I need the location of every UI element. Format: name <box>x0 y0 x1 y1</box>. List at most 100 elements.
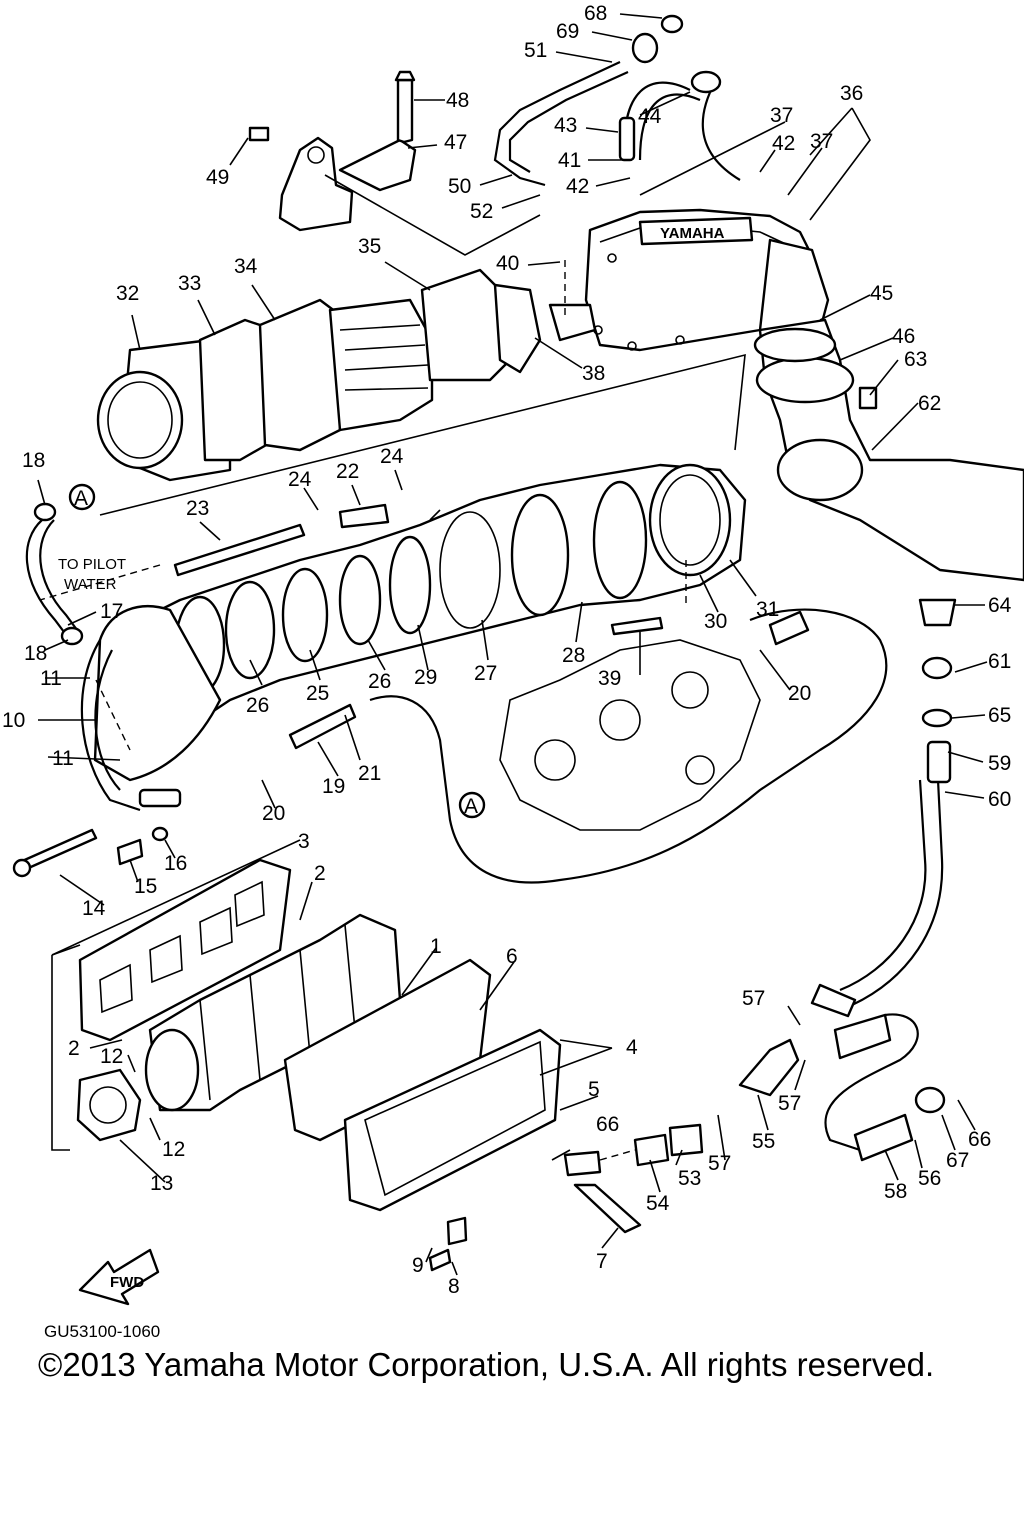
callout-62: 62 <box>918 392 941 415</box>
connector-a-marker-bottom <box>458 791 486 819</box>
callout-44: 44 <box>638 105 662 128</box>
callout-24-right: 24 <box>380 445 404 468</box>
callout-10: 10 <box>2 709 25 732</box>
callout-25: 25 <box>306 682 329 705</box>
callout-57-top: 57 <box>742 987 765 1010</box>
callout-33: 33 <box>178 272 201 295</box>
callout-8: 8 <box>448 1275 460 1298</box>
callout-leaders <box>37 13 988 1276</box>
callout-63: 63 <box>904 348 927 371</box>
callout-38: 38 <box>582 362 605 385</box>
callout-48: 48 <box>446 89 469 112</box>
callout-34: 34 <box>234 255 258 278</box>
callout-labels: 1 2 2 3 4 5 6 7 8 9 10 11 11 12 12 13 14… <box>2 2 1012 1298</box>
callout-26-right: 26 <box>368 670 391 693</box>
callout-68: 68 <box>584 2 607 25</box>
callout-37-right: 37 <box>810 130 833 153</box>
callout-51: 51 <box>524 39 547 62</box>
callout-6: 6 <box>506 945 518 968</box>
connector-a-label-bottom: A <box>464 795 478 818</box>
callout-35: 35 <box>358 235 381 258</box>
callout-21: 21 <box>358 762 381 785</box>
callout-42-left: 42 <box>566 175 589 198</box>
connector-a-markers: A A <box>68 483 486 819</box>
callout-24-left: 24 <box>288 468 312 491</box>
callout-64: 64 <box>988 594 1012 617</box>
callout-15: 15 <box>134 875 157 898</box>
callout-58: 58 <box>884 1180 907 1203</box>
pilot-water-hose <box>25 502 182 812</box>
callout-9: 9 <box>412 1254 424 1277</box>
pilot-water-note-line2: WATER <box>64 576 117 593</box>
callout-29: 29 <box>414 666 437 689</box>
callout-66-left: 66 <box>596 1113 619 1136</box>
callout-50: 50 <box>448 175 471 198</box>
callout-47: 47 <box>444 131 467 154</box>
callout-5: 5 <box>588 1078 600 1101</box>
callout-4: 4 <box>626 1036 638 1059</box>
fasteners <box>12 503 957 1272</box>
callout-67: 67 <box>946 1149 969 1172</box>
exhaust-manifold <box>76 858 562 1212</box>
callout-2-lower: 2 <box>68 1037 80 1060</box>
callout-18-lower: 18 <box>24 642 47 665</box>
callout-12-lower: 12 <box>162 1138 185 1161</box>
reference-code: GU53100-1060 <box>44 1322 161 1341</box>
callout-45: 45 <box>870 282 893 305</box>
callout-30: 30 <box>704 610 727 633</box>
callout-11-lower: 11 <box>52 747 74 770</box>
callout-28: 28 <box>562 644 585 667</box>
callout-57-right: 57 <box>778 1092 801 1115</box>
callout-13: 13 <box>150 1172 173 1195</box>
forward-arrow-label: FWD <box>110 1274 144 1291</box>
callout-2-upper: 2 <box>314 862 326 885</box>
callout-59: 59 <box>988 752 1011 775</box>
callout-11-upper: 11 <box>40 667 62 690</box>
callout-20-lower: 20 <box>262 802 285 825</box>
callout-49: 49 <box>206 166 229 189</box>
callout-39: 39 <box>598 667 621 690</box>
callout-65: 65 <box>988 704 1011 727</box>
engine-block-outline <box>369 608 888 884</box>
callout-43: 43 <box>554 114 577 137</box>
cooling-water-hoses <box>563 740 952 1234</box>
callout-26-left: 26 <box>246 694 269 717</box>
water-hoses-top <box>493 14 741 187</box>
callout-69: 69 <box>556 20 579 43</box>
forward-arrow: FWD <box>78 1248 160 1306</box>
callout-41: 41 <box>558 149 581 172</box>
callout-52: 52 <box>470 200 493 223</box>
callout-19: 19 <box>322 775 345 798</box>
exhaust-outlet-hose <box>753 318 1024 582</box>
connector-a-marker-top <box>68 483 96 511</box>
callout-55: 55 <box>752 1130 775 1153</box>
callout-20-upper: 20 <box>788 682 811 705</box>
callout-14: 14 <box>82 897 106 920</box>
callout-18-upper: 18 <box>22 449 45 472</box>
callout-22: 22 <box>336 460 359 483</box>
callout-56: 56 <box>918 1167 941 1190</box>
callout-16: 16 <box>164 852 187 875</box>
callout-32: 32 <box>116 282 139 305</box>
callout-31: 31 <box>756 598 779 621</box>
callout-60: 60 <box>988 788 1011 811</box>
mount-brackets <box>248 70 417 232</box>
callout-7: 7 <box>596 1250 608 1273</box>
callout-27: 27 <box>474 662 497 685</box>
muffler-assembly <box>96 268 597 482</box>
callout-12-upper: 12 <box>100 1045 123 1068</box>
connector-a-label-top: A <box>74 487 88 510</box>
copyright-notice: ©2013 Yamaha Motor Corporation, U.S.A. A… <box>38 1346 935 1383</box>
callout-66-right: 66 <box>968 1128 991 1151</box>
callout-42-right: 42 <box>772 132 795 155</box>
callout-17: 17 <box>100 600 123 623</box>
callout-46: 46 <box>892 325 915 348</box>
exhaust-pipe-assembly <box>93 463 747 782</box>
callout-57-left: 57 <box>708 1152 731 1175</box>
brand-text: YAMAHA <box>660 225 725 242</box>
pilot-water-note-line1: TO PILOT <box>58 556 126 573</box>
callout-23: 23 <box>186 497 209 520</box>
callout-40: 40 <box>496 252 519 275</box>
callout-54: 54 <box>646 1192 670 1215</box>
